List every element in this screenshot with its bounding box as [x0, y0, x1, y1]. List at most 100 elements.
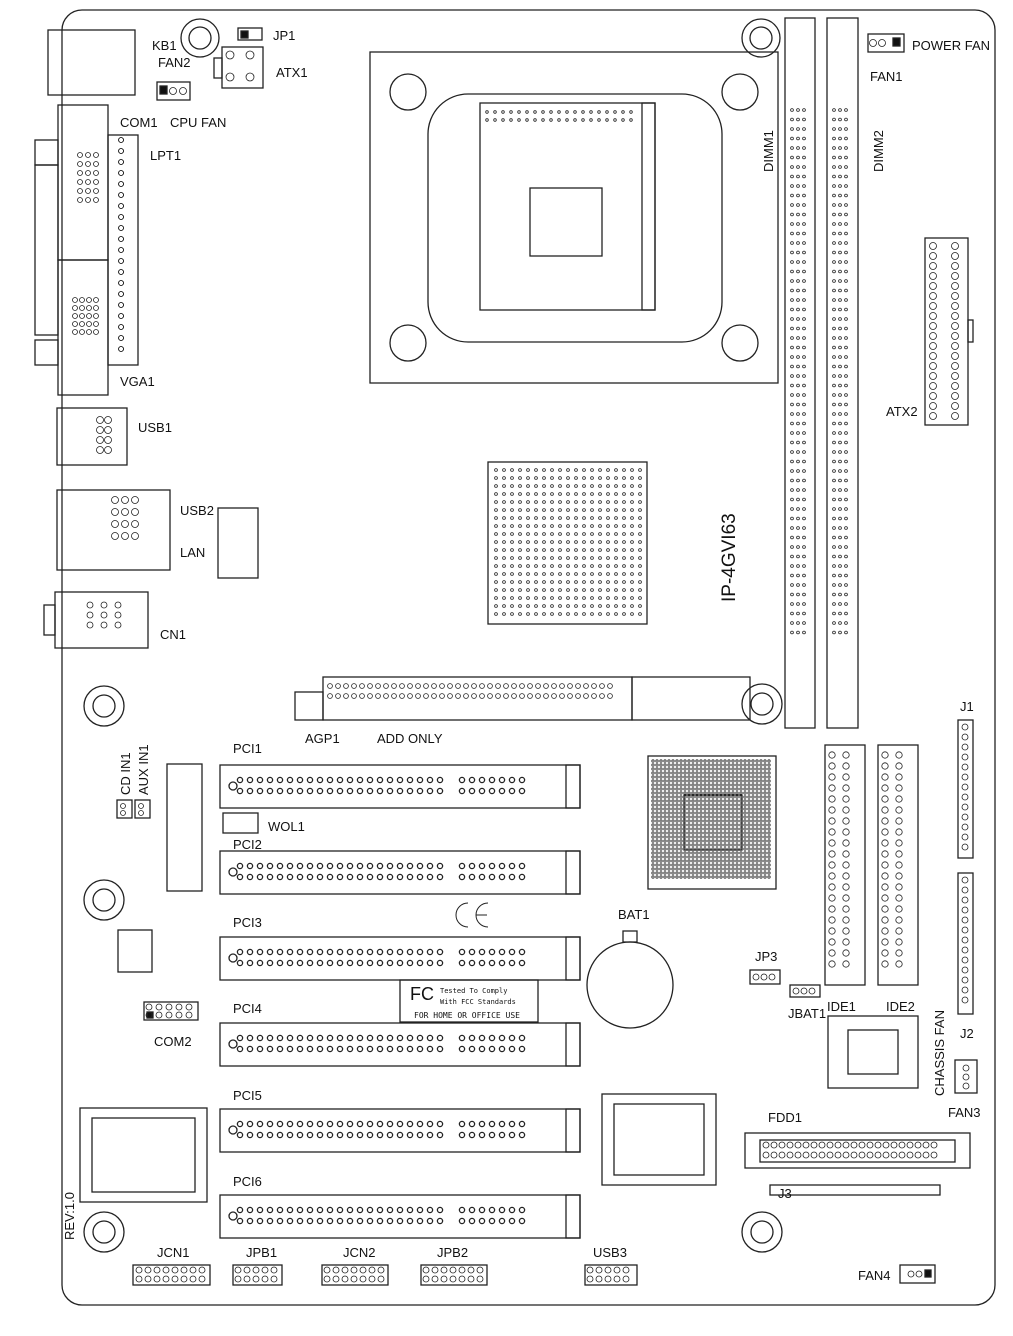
fcc-logo: FC	[410, 984, 434, 1004]
ide1-label: IDE1	[827, 999, 856, 1014]
fcc-text-line3: FOR HOME OR OFFICE USE	[414, 1011, 520, 1020]
fan1-label: FAN1	[870, 69, 903, 84]
mounting-hole	[741, 1211, 783, 1253]
fcc-label-box	[399, 979, 539, 1023]
agp-pins	[327, 683, 613, 699]
pci-slot-1	[219, 764, 581, 809]
aux-in1-label: AUX IN1	[136, 744, 151, 795]
j3-connector	[769, 1184, 941, 1196]
mounting-hole	[180, 18, 220, 58]
com2-pins	[145, 1003, 193, 1019]
pci5-label: PCI5	[233, 1088, 262, 1103]
j2-label: J2	[960, 1026, 974, 1041]
vga1-label: VGA1	[120, 374, 155, 389]
jpb2-pins	[422, 1266, 484, 1283]
jbat1-pins	[792, 987, 816, 995]
atx2-connector	[924, 237, 969, 426]
lan-label: LAN	[180, 545, 206, 560]
super-io-chip	[601, 1093, 717, 1186]
j1-header	[957, 719, 974, 859]
cpu-socket	[479, 102, 656, 311]
lpt1-pins	[118, 137, 124, 352]
vga1-connector	[57, 259, 109, 396]
ide2-pins	[881, 751, 903, 968]
lpt1-label: LPT1	[150, 148, 182, 163]
fan4-label: FAN4	[858, 1268, 891, 1283]
jp1-label: JP1	[273, 28, 296, 43]
mounting-hole	[741, 18, 781, 58]
ide2-connector	[877, 744, 919, 986]
jpb2-header	[420, 1264, 488, 1286]
atx1-connector	[221, 46, 264, 89]
jp3-pins	[752, 973, 776, 981]
vga1-pins	[72, 297, 99, 335]
ide1-pins	[828, 751, 850, 968]
fan3-label: FAN3	[948, 1105, 981, 1120]
com1-connector	[57, 104, 109, 261]
board-model: IP-4GVI63	[719, 513, 740, 602]
south-bridge	[647, 755, 777, 890]
ide2-label: IDE2	[886, 999, 915, 1014]
chassis-fan-connector	[954, 1059, 978, 1094]
usb1-label: USB1	[138, 420, 172, 435]
jbat1-jumper	[789, 984, 821, 998]
cn1-label: CN1	[160, 627, 187, 642]
bios-plcc-chip	[827, 1015, 919, 1089]
wol1-connector	[222, 812, 259, 834]
j1-label: J1	[960, 699, 974, 714]
cd-in1-pins	[120, 803, 126, 816]
mounting-hole	[83, 685, 125, 727]
south-bridge-balls	[651, 759, 771, 879]
cd-in1-connector	[116, 799, 133, 819]
jcn1-header	[132, 1264, 211, 1286]
mounting-hole	[741, 683, 783, 725]
audio-chip-area	[166, 763, 203, 892]
fdd1-connector	[744, 1132, 971, 1169]
cn1-connector	[54, 591, 149, 649]
cd-in1-label: CD IN1	[118, 752, 133, 795]
dimm2-label: DIMM2	[871, 130, 886, 172]
usb1-connector	[56, 407, 128, 466]
aux-in1-connector	[134, 799, 151, 819]
pci4-label: PCI4	[233, 1001, 262, 1016]
com1-pins	[77, 152, 99, 203]
pci3-label: PCI3	[233, 915, 262, 930]
audio-codec-chip	[117, 929, 153, 973]
battery	[586, 941, 674, 1029]
add-only-label: ADD ONLY	[377, 731, 443, 746]
usb3-header	[584, 1264, 638, 1286]
atx2-label: ATX2	[886, 404, 918, 419]
lan-chip	[217, 507, 259, 579]
fdd1-pins	[762, 1141, 938, 1159]
cpu-area	[369, 51, 779, 384]
jcn2-pins	[323, 1266, 385, 1283]
pci-slot-5	[219, 1108, 581, 1153]
pci-slot-3	[219, 936, 581, 981]
board-outline	[61, 9, 996, 1306]
cpu-socket-pins	[485, 110, 633, 122]
chassis-fan-label: CHASSIS FAN	[932, 1010, 947, 1096]
usb2-label: USB2	[180, 503, 214, 518]
fcc-text-line1: Tested To Comply	[440, 987, 508, 995]
jcn1-label: JCN1	[157, 1245, 190, 1260]
j1-pins	[961, 723, 969, 851]
power-fan-pins	[869, 39, 886, 47]
dimm1-label: DIMM1	[761, 130, 776, 172]
cn1-pins	[86, 601, 122, 629]
usb2-lan-pins	[111, 496, 139, 540]
pci-slot-4	[219, 1022, 581, 1067]
fan3-pins	[962, 1064, 970, 1090]
j2-pins	[961, 876, 969, 1004]
atx2-pins	[929, 242, 959, 420]
mounting-hole	[83, 1211, 125, 1253]
usb3-pins	[586, 1266, 630, 1283]
jcn2-header	[321, 1264, 389, 1286]
mounting-hole	[83, 879, 125, 921]
aux-in1-pins	[138, 803, 144, 816]
pci-slot-2	[219, 850, 581, 895]
dimm1-slot	[784, 17, 816, 729]
usb1-pins	[96, 416, 112, 454]
fan4-pins	[907, 1270, 923, 1278]
